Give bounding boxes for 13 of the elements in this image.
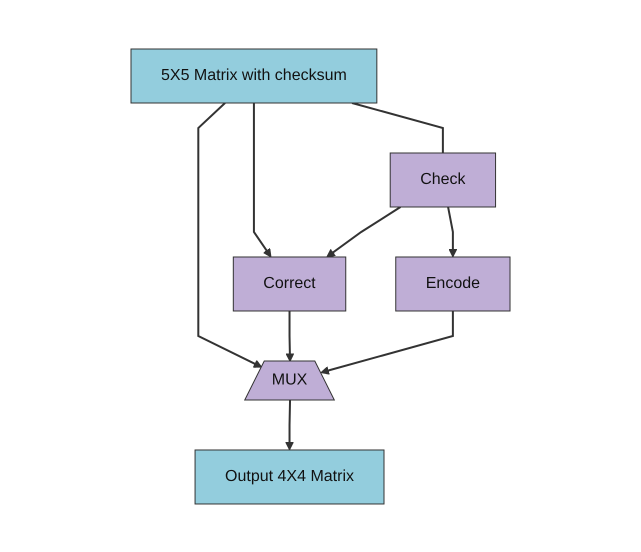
arrow: [285, 400, 294, 450]
arrow: [447, 206, 458, 257]
arrow: [320, 310, 454, 374]
arrow: [252, 102, 272, 257]
node-box: Output 4X4 Matrix: [194, 448, 384, 504]
arrow: [326, 206, 401, 257]
node-box: Encode: [395, 256, 510, 311]
node-box: 5X5 Matrix with checksum: [130, 48, 378, 103]
node-box: Check: [390, 152, 496, 207]
connector: [352, 102, 444, 152]
arrow: [285, 310, 294, 362]
node-box: Correct: [232, 256, 346, 311]
arrow: [197, 102, 262, 368]
